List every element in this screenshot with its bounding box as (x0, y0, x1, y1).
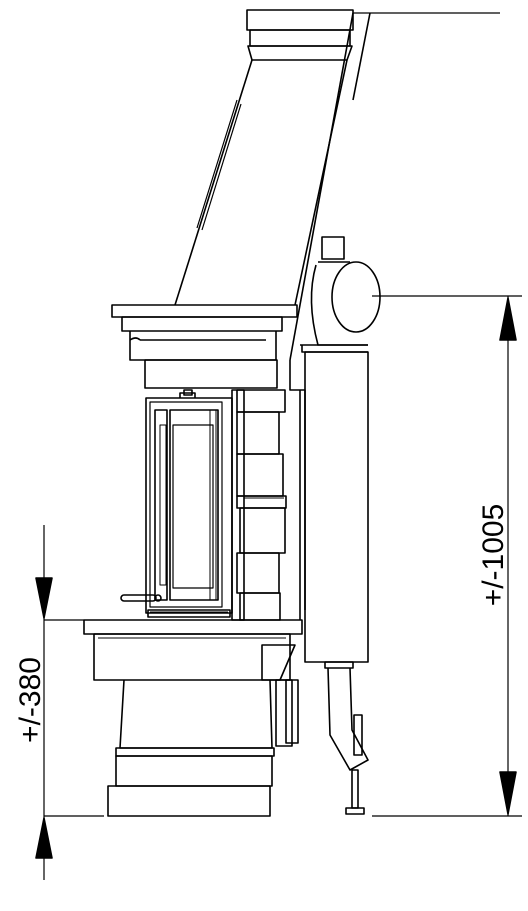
arrow-down-icon (35, 577, 53, 619)
flue-collar (246, 9, 500, 61)
arrow-up-icon (35, 817, 53, 859)
door-frame (145, 389, 233, 618)
flue-outlet (300, 236, 381, 353)
back-housing (289, 351, 369, 663)
dimension-right (372, 295, 522, 817)
side-column (231, 389, 287, 621)
arrow-up-icon (499, 297, 517, 341)
chimney-column (174, 12, 371, 361)
door-handle (120, 594, 162, 602)
dimension-left (35, 525, 104, 880)
arrow-down-icon (499, 771, 517, 815)
hearth-plate (83, 619, 303, 681)
dimension-label-left: +/-380 (14, 657, 47, 743)
dimension-label-right: +/-1005 (477, 504, 510, 607)
rear-leg (324, 661, 369, 815)
top-plate (111, 304, 298, 389)
pedestal-base (107, 679, 299, 817)
